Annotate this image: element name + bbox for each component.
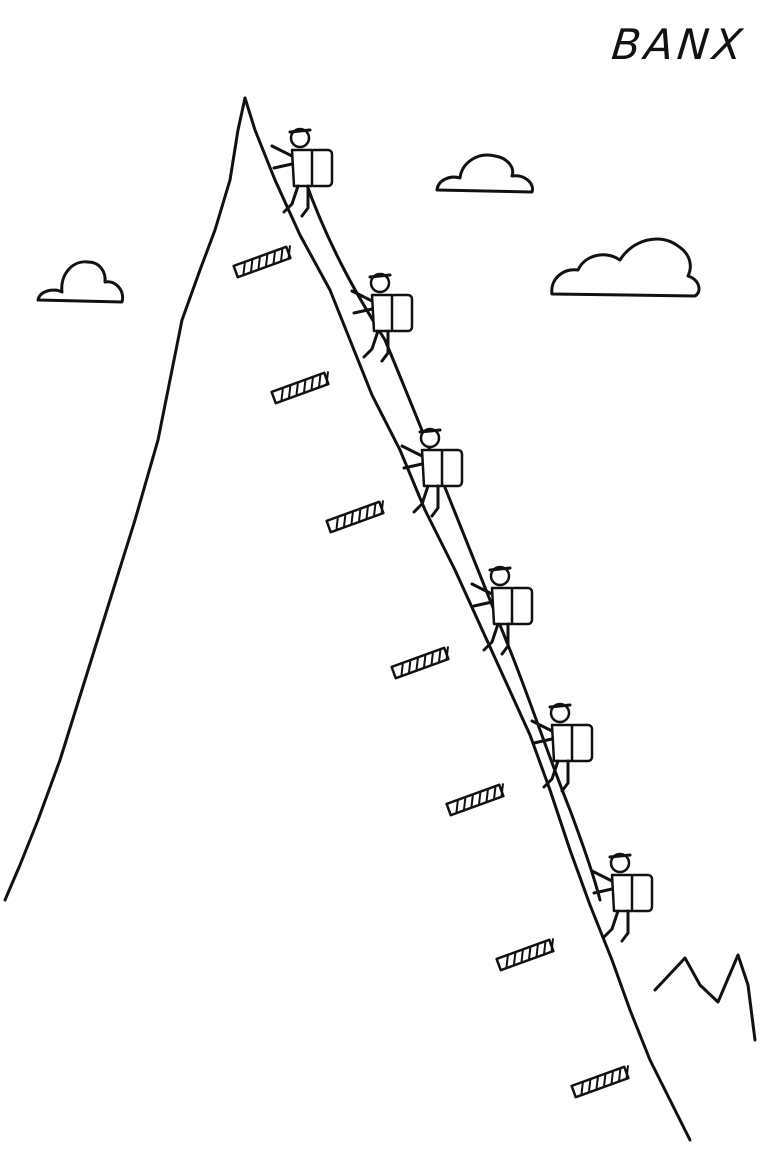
ladder-rung	[270, 371, 330, 405]
distant-peaks	[653, 953, 757, 1042]
ladder-rung	[232, 245, 292, 279]
backpack-icon	[508, 586, 534, 626]
artist-signature: BANX	[609, 20, 749, 69]
backpack-icon	[568, 723, 594, 763]
ladder-rung	[390, 646, 450, 680]
rope-line	[303, 178, 602, 902]
climber-head	[369, 272, 391, 294]
climber	[470, 565, 534, 656]
climber-head	[549, 702, 571, 724]
climber	[590, 852, 654, 943]
ladder-rung	[495, 938, 555, 972]
climbers	[270, 127, 654, 943]
climber-head	[289, 127, 311, 149]
cloud-right	[550, 237, 701, 298]
climber-head	[609, 852, 631, 874]
climber	[530, 702, 594, 793]
ladder-rung	[570, 1065, 630, 1099]
climber	[400, 427, 464, 518]
cloud-left	[36, 260, 125, 304]
backpack-icon	[628, 873, 654, 913]
backpack-icon	[308, 148, 334, 188]
climber	[350, 272, 414, 363]
climber-head	[489, 565, 511, 587]
ladder-rung	[325, 500, 385, 534]
ladder-rung	[445, 783, 505, 817]
mountain-left-slope	[3, 96, 247, 902]
ladder-rungs	[232, 245, 630, 1099]
backpack-icon	[438, 448, 464, 488]
climber	[270, 127, 334, 218]
climber-head	[419, 427, 441, 449]
mountain-right-ridge	[243, 96, 692, 1142]
cloud-top-right	[435, 153, 535, 194]
backpack-icon	[388, 293, 414, 333]
